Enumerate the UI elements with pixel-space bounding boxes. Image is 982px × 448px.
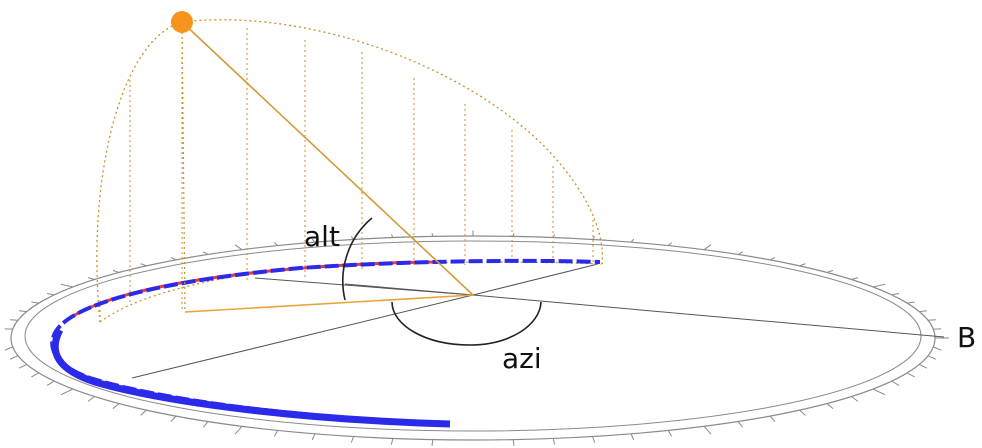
compass-tick — [826, 403, 834, 410]
compass-tick — [203, 251, 209, 255]
compass-tick — [667, 242, 672, 246]
compass-tick — [234, 426, 243, 435]
sun-path-ground-projection — [99, 261, 603, 323]
compass-tick — [273, 430, 279, 437]
compass-tick — [203, 421, 209, 428]
compass-tick — [927, 319, 936, 321]
compass-tick — [891, 293, 900, 296]
compass-tick — [826, 269, 834, 273]
compass-tick — [592, 436, 596, 443]
compass-tick — [872, 388, 886, 396]
compass-tick — [87, 277, 95, 280]
compass-tick — [60, 388, 74, 396]
compass-tick — [769, 256, 776, 261]
compass-tick — [87, 396, 95, 402]
compass-tick — [927, 355, 937, 360]
compass-tick — [907, 301, 915, 304]
sun-path-arc — [96, 19, 604, 323]
compass-tick — [140, 263, 147, 267]
compass-tick — [512, 439, 515, 446]
horizon-line-sw — [344, 283, 474, 296]
compass-tick — [872, 283, 886, 288]
compass-tick — [60, 283, 74, 288]
compass-tick — [350, 436, 354, 443]
compass-tick — [431, 439, 434, 446]
horizon-line-south — [131, 294, 474, 379]
compass-tick — [9, 355, 19, 360]
sun-ray — [181, 21, 474, 296]
compass-tick — [552, 438, 556, 445]
compass-tick — [737, 421, 743, 428]
compass-tick — [769, 415, 776, 422]
compass-tick — [4, 346, 13, 351]
sun-path-vertical-lines — [99, 22, 594, 322]
compass-tick — [592, 236, 596, 240]
compass-tick — [18, 310, 27, 313]
compass-tick — [170, 256, 177, 261]
direction-label: B — [957, 321, 976, 354]
blue-shadow-track-thick — [51, 328, 451, 428]
compass-tick — [18, 363, 27, 369]
compass-tick — [390, 234, 394, 238]
compass-tick — [431, 233, 434, 237]
compass-tick — [919, 310, 928, 313]
compass-ring-outer — [10, 235, 936, 441]
compass-tick — [851, 396, 859, 402]
compass-tick-marks — [4, 230, 949, 446]
compass-tick — [851, 277, 859, 280]
compass-tick — [234, 244, 243, 251]
compass-tick — [112, 269, 120, 273]
horizon-line-east — [472, 294, 945, 338]
sun-drop-line — [181, 21, 186, 313]
compass-tick — [933, 346, 942, 351]
compass-tick — [311, 433, 316, 441]
compass-tick — [737, 251, 743, 255]
compass-tick — [630, 238, 635, 243]
sun-icon — [171, 11, 193, 33]
compass-tick — [906, 372, 915, 378]
compass-tick — [703, 426, 712, 435]
altitude-label: alt — [304, 220, 340, 253]
compass-tick — [891, 380, 900, 386]
compass-tick — [31, 372, 40, 378]
compass-ring-inner — [24, 240, 922, 432]
horizon-line-north — [472, 263, 599, 296]
compass-tick — [350, 236, 354, 240]
compass-tick — [667, 430, 673, 437]
compass-tick — [390, 438, 394, 445]
compass-tick — [630, 433, 635, 441]
compass-tick — [799, 409, 806, 416]
compass-tick — [31, 301, 39, 304]
compass-tick — [140, 409, 147, 416]
compass-tick — [46, 293, 55, 296]
azimuth-label: azi — [502, 342, 542, 375]
compass-tick — [512, 233, 515, 237]
altitude-angle-arc — [342, 217, 373, 301]
compass-tick — [919, 363, 928, 369]
compass-tick — [170, 415, 177, 422]
azimuth-angle-arc — [391, 301, 542, 346]
compass-tick — [703, 244, 712, 251]
compass-tick — [10, 319, 19, 321]
compass-tick — [799, 263, 806, 267]
compass-tick — [311, 238, 316, 243]
compass-tick — [274, 242, 279, 246]
compass-tick — [46, 380, 55, 386]
sun-ground-projection — [184, 294, 474, 313]
compass-tick — [112, 403, 120, 410]
